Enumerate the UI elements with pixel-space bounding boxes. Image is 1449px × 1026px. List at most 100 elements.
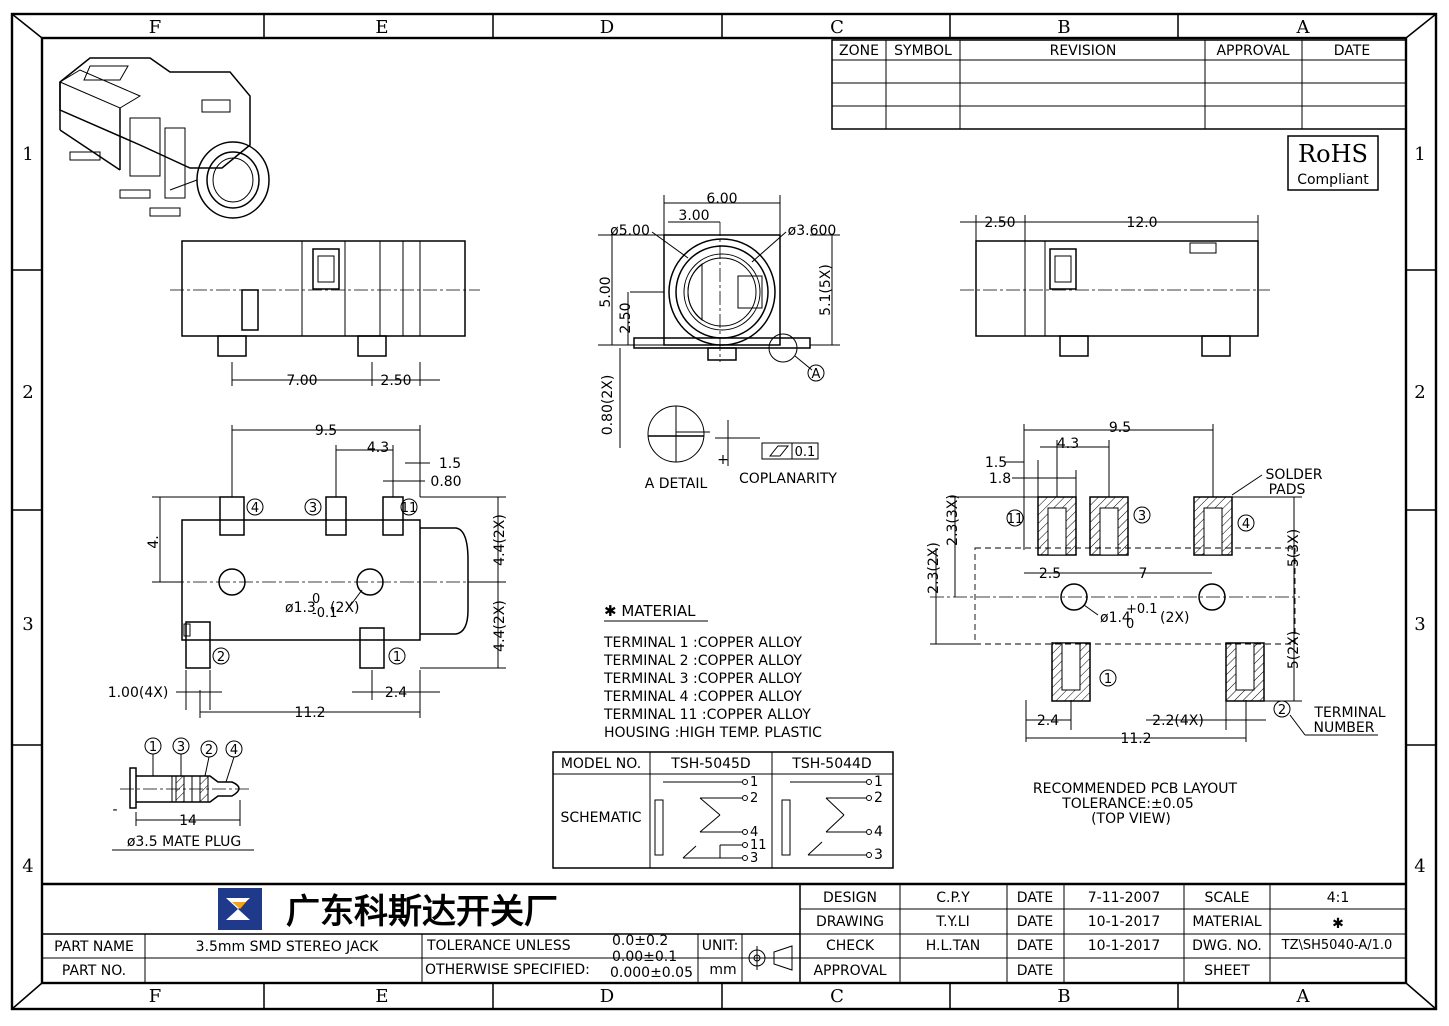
hole-count: (2X) xyxy=(1160,610,1189,626)
terminal-number: 1 xyxy=(1104,672,1112,687)
date-label: DATE xyxy=(1017,890,1053,906)
rohs-subtitle: Compliant xyxy=(1297,172,1369,188)
column-labels-top: F E D C B A xyxy=(149,17,1311,38)
rev-header: APPROVAL xyxy=(1216,43,1289,59)
info-key: SHEET xyxy=(1204,963,1250,979)
revision-table: ZONE SYMBOL REVISION APPROVAL DATE xyxy=(831,39,1407,130)
row-label: 4 xyxy=(22,856,33,877)
terminal-number: 2 xyxy=(1278,703,1286,718)
detail-plus: + xyxy=(717,452,729,468)
col-label: E xyxy=(375,986,388,1007)
hole-label: ø1.4 xyxy=(1100,610,1131,626)
pin-label: 3 xyxy=(750,851,758,866)
dim-label: 7.00 xyxy=(286,373,317,389)
front-view: A 6.00 3.00 ø5.00 ø3.600 5.00 2.50 5.1(5… xyxy=(598,191,840,448)
dim-label: 3.00 xyxy=(678,208,709,224)
dim-label: 0.80 xyxy=(430,474,461,490)
unit-value: mm xyxy=(709,962,736,978)
role-label: DRAWING xyxy=(816,914,884,930)
dim-label: 7 xyxy=(1139,566,1148,582)
rev-header: ZONE xyxy=(839,43,879,59)
role-label: DESIGN xyxy=(823,890,877,906)
col-label: F xyxy=(149,986,162,1007)
dim-label: 9.5 xyxy=(1109,420,1131,436)
role-name: C.P.Y xyxy=(936,890,970,906)
dim-label: 2.50 xyxy=(380,373,411,389)
mate-plug-label: ø3.5 MATE PLUG xyxy=(127,834,241,850)
plug-terminal: 4 xyxy=(230,743,238,758)
dim-label: 11.2 xyxy=(1120,731,1151,747)
pcb-caption: RECOMMENDED PCB LAYOUT xyxy=(1033,781,1238,797)
hole-tol-upper: +0.1 xyxy=(1126,602,1158,617)
row-label: 2 xyxy=(22,382,33,403)
dim-label: 14 xyxy=(179,813,197,829)
col-label: D xyxy=(600,17,614,38)
pin-label: 2 xyxy=(874,790,883,806)
dim-label: 1.5 xyxy=(439,456,461,472)
info-key: SCALE xyxy=(1205,890,1250,906)
terminal-number: 3 xyxy=(1138,509,1146,524)
coplanarity-value: 0.1 xyxy=(795,445,816,460)
col-label: C xyxy=(830,986,844,1007)
rohs-title: RoHS xyxy=(1298,140,1368,168)
dim-label: ø3.600 xyxy=(788,223,837,239)
row-label: 4 xyxy=(1414,856,1425,877)
terminal-number: 4 xyxy=(1242,517,1250,532)
dim-label: 2.3(3X) xyxy=(945,494,961,546)
tolerance-label: TOLERANCE UNLESS xyxy=(426,938,571,954)
dim-label: 4.3 xyxy=(367,440,389,456)
row-label: 3 xyxy=(22,614,33,635)
dim-label: 1.5 xyxy=(985,455,1007,471)
material-item: TERMINAL 4 :COPPER ALLOY xyxy=(603,689,802,705)
dim-label: 4.4(2X) xyxy=(492,514,508,566)
role-name: T.Y.LI xyxy=(935,914,969,930)
material-item: TERMINAL 2 :COPPER ALLOY xyxy=(603,653,802,669)
pin-label: 3 xyxy=(874,847,883,863)
pin-label: 11 xyxy=(750,838,767,853)
date-label: DATE xyxy=(1017,914,1053,930)
plug-minus: - xyxy=(112,802,117,818)
dim-label: 5.00 xyxy=(598,276,614,307)
terminal-number-label: TERMINAL xyxy=(1313,705,1385,721)
pcb-caption: (TOP VIEW) xyxy=(1091,811,1171,827)
company-logo xyxy=(218,888,262,930)
date-value: 7-11-2007 xyxy=(1088,890,1160,906)
unit-label: UNIT: xyxy=(702,938,739,954)
dim-label: 2.4 xyxy=(385,685,407,701)
rev-header: DATE xyxy=(1334,43,1370,59)
bottom-view: 4 3 11 2 1 9.5 4.3 1.5 0.80 4. 4.4(2X) 4… xyxy=(108,423,508,721)
plug-terminal: 2 xyxy=(205,743,213,758)
col-label: C xyxy=(830,17,844,38)
isometric-view xyxy=(58,57,270,219)
date-label: DATE xyxy=(1017,963,1053,979)
side-view-right: 2.50 12.0 xyxy=(960,215,1270,357)
pcb-caption: TOLERANCE:±0.05 xyxy=(1061,796,1194,812)
row-labels-left: 1 2 3 4 xyxy=(22,144,33,877)
role-label: APPROVAL xyxy=(813,963,886,979)
material-title: ✱ MATERIAL xyxy=(604,602,696,620)
dim-label: 2.3(2X) xyxy=(926,542,942,594)
plug-terminal: 1 xyxy=(149,740,157,755)
dim-label: 4.3 xyxy=(1057,436,1079,452)
row-labels-right: 1 2 3 4 xyxy=(1414,144,1425,877)
dim-label: 5.1(5X) xyxy=(818,264,834,316)
date-label: DATE xyxy=(1017,938,1053,954)
col-label: E xyxy=(375,17,388,38)
dim-label: 4. xyxy=(146,535,162,548)
tolerance-label: OTHERWISE SPECIFIED: xyxy=(425,962,590,978)
role-label: CHECK xyxy=(826,938,875,954)
material-list: ✱ MATERIAL TERMINAL 1 :COPPER ALLOY TERM… xyxy=(603,602,822,741)
terminal-number: 2 xyxy=(217,650,225,665)
datum-label: A xyxy=(812,367,821,382)
material-item: TERMINAL 3 :COPPER ALLOY xyxy=(603,671,802,687)
title-block: 广东科斯达开关厂 PART NAME 3.5mm SMD STEREO JACK… xyxy=(42,882,1406,983)
dim-label: 12.0 xyxy=(1126,215,1157,231)
terminal-number: 11 xyxy=(1007,512,1024,527)
dim-label: 4.4(2X) xyxy=(492,600,508,652)
part-name-label: PART NAME xyxy=(54,939,134,955)
material-item: TERMINAL 1 :COPPER ALLOY xyxy=(603,635,802,651)
pin-label: 2 xyxy=(750,791,758,806)
border-frame xyxy=(10,12,1438,1011)
pin-label: 4 xyxy=(874,824,883,840)
pin-label: 1 xyxy=(750,775,758,790)
